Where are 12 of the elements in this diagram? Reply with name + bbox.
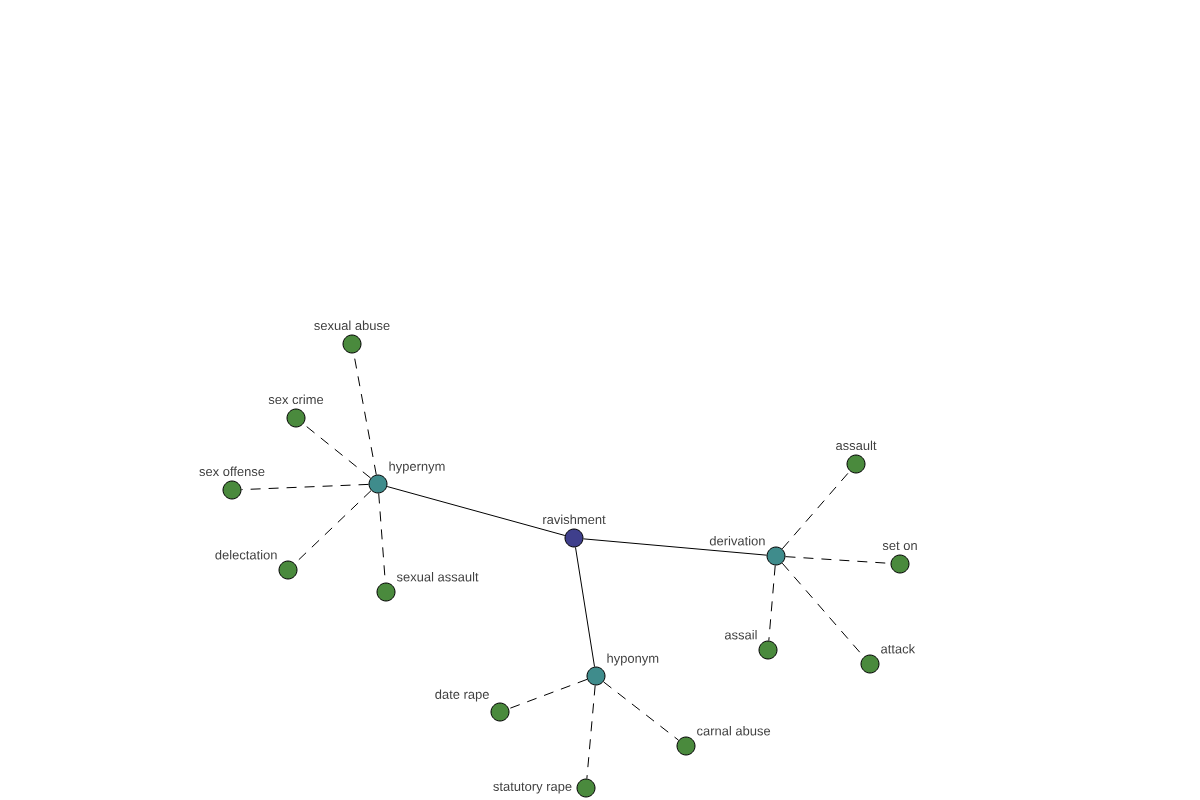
connector-line [603,681,679,741]
connector-line [294,490,372,564]
connector-line [781,470,851,550]
connector-line [781,562,865,658]
connector-line [575,546,595,668]
connector-line [586,684,596,780]
connector-line [241,483,369,491]
connector-line [302,423,372,479]
connector-line [386,486,566,536]
connector-line [508,678,588,710]
connector-line [768,565,776,642]
connector-line [582,538,768,556]
